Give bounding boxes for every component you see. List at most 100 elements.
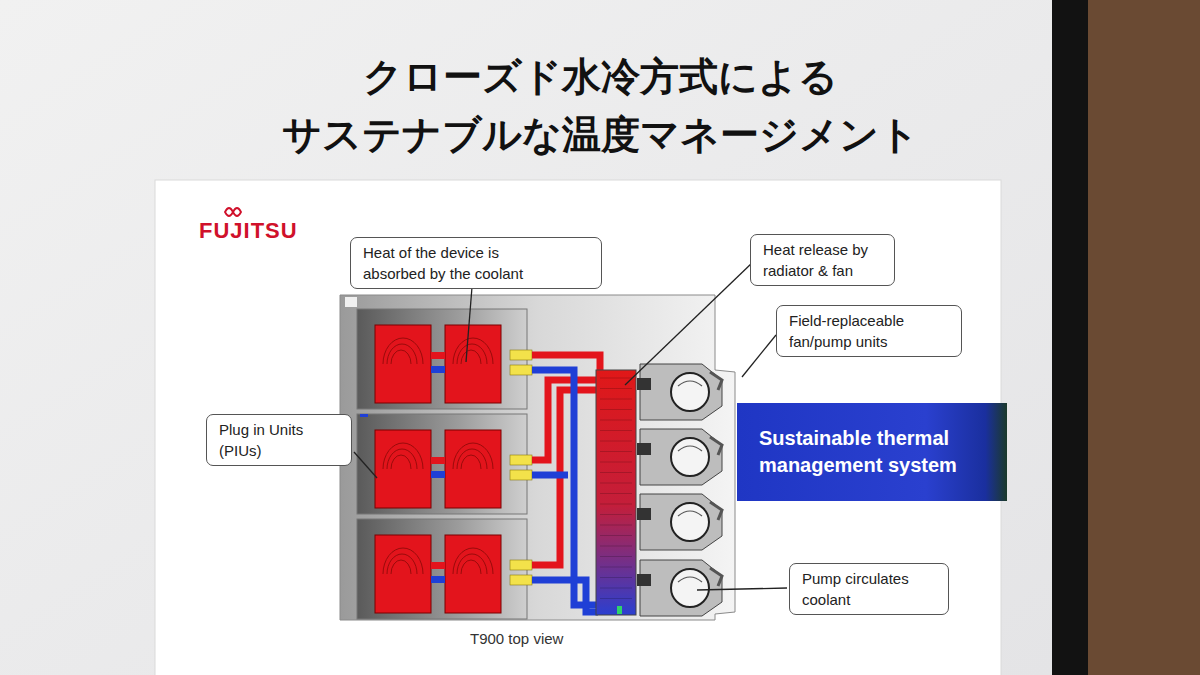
piu-slot [357,414,527,514]
device-swirl [453,443,493,469]
red-pipe [431,562,445,569]
blue-pipe [532,472,568,479]
figure-caption: T900 top view [470,630,563,647]
radiator-fin [600,378,632,379]
blue-pipe [431,366,445,373]
unit-handle [710,437,722,455]
radiator-fin [600,462,632,463]
headline-band: Sustainable thermal management system [737,403,1007,501]
radiator-fin [600,441,632,442]
radiator-fin [600,588,632,589]
radiator-fin [600,420,632,421]
radiator-fin [600,504,632,505]
blue-pipe [360,414,368,417]
device-swirl [461,560,481,574]
piu-device [375,430,431,508]
indicator [617,606,622,614]
device-swirl [457,344,487,364]
radiator-fin [600,493,632,494]
device-swirl [453,548,493,574]
callout-box: Heat release by radiator & fan [750,234,895,286]
fan [671,569,709,607]
radiator-fin [600,472,632,473]
callout-box: Heat of the device is absorbed by the co… [350,237,602,289]
blue-pipe [431,471,445,478]
radiator-fin [600,451,632,452]
piu-device [375,535,431,613]
blue-pipe [532,580,598,612]
radiator-fin [600,577,632,578]
coupler [510,365,532,375]
device-swirl [383,443,423,469]
radiator-fin [600,430,632,431]
fan-blade [678,446,702,451]
bezel [1050,0,1088,675]
fan [671,438,709,476]
unit-connector [637,443,651,455]
radiator-fin [600,567,632,568]
device-swirl [461,455,481,469]
housing [340,295,735,620]
leader-lines [354,262,787,590]
fan-pump-unit [640,429,722,485]
piu-device [375,325,431,403]
radiator-fin [600,546,632,547]
device-swirl [457,554,487,574]
unit-handle [710,502,722,520]
piu-slot [357,309,527,409]
piu-device [445,535,501,613]
callout-text: Heat release by radiator & fan [763,239,886,281]
fan [671,373,709,411]
callout-text: Sustainable thermal management system [759,425,989,479]
wall [1085,0,1200,675]
radiator-fin [600,598,632,599]
unit-connector [637,508,651,520]
callout-box: Field-replaceable fan/pump units [776,305,962,357]
red-pipe [532,390,596,565]
radiator-fin [600,388,632,389]
unit-connector [637,574,651,586]
unit-handle [710,568,722,586]
coupler [510,455,532,465]
fan-pump-unit [640,560,722,616]
radiator [596,370,636,615]
logo-mark [225,208,241,216]
red-pipe [431,457,445,464]
device-swirl [391,560,411,574]
device-swirl [461,350,481,364]
piu-device [445,430,501,508]
callout-text: Field-replaceable fan/pump units [789,310,953,352]
unit-connector [637,378,651,390]
radiator-fin [600,483,632,484]
blue-pipe [532,370,598,605]
fan-pump-unit [640,494,722,550]
coupler [510,560,532,570]
coupler [510,470,532,480]
fan-pump-unit [640,364,722,420]
device-swirl [383,548,423,574]
fan-blade [678,577,702,582]
callout-text: Heat of the device is absorbed by the co… [363,242,551,284]
radiator-fin [600,556,632,557]
device-swirl [387,554,417,574]
radiator-fin [600,535,632,536]
fan-blade [678,381,702,386]
radiator-fin [600,399,632,400]
radiator-fin [600,525,632,526]
unit-handle [710,372,722,390]
device-swirl [453,338,493,364]
housing-notch [345,297,357,307]
device-swirl [457,449,487,469]
device-swirl [387,344,417,364]
slide-title: クローズド水冷方式による サステナブルな温度マネージメント [250,48,950,164]
fan-blade [678,511,702,516]
device-swirl [383,338,423,364]
callout-box: Pump circulates coolant [789,563,949,615]
red-pipe [431,352,445,359]
callout-box: Plug in Units (PIUs) [206,414,352,466]
brand-logo: FUJITSU [199,218,298,244]
piu-slot [357,519,527,619]
figure-panel [155,180,1001,675]
radiator-fin [600,514,632,515]
